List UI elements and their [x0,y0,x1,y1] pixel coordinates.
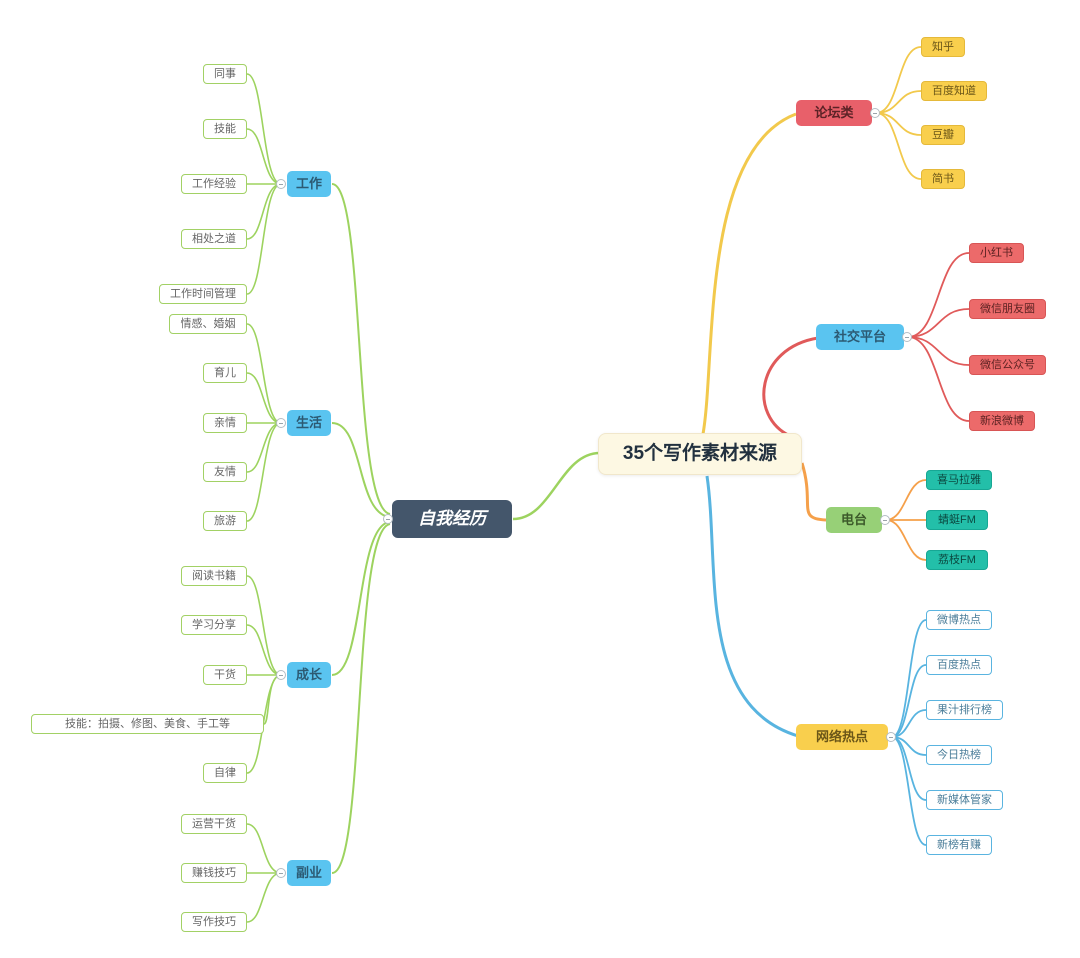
branch-web-hotspots[interactable]: 网络热点 [796,724,888,750]
leaf-douban[interactable]: 豆瓣 [921,125,965,145]
leaf-weibo-hot[interactable]: 微博热点 [926,610,992,630]
branch-work[interactable]: 工作 [287,171,331,197]
collapse-toggle-growth[interactable] [276,670,286,680]
leaf-life-love-marriage[interactable]: 情感、婚姻 [169,314,247,334]
leaf-life-parenting[interactable]: 育儿 [203,363,247,383]
leaf-work-experience[interactable]: 工作经验 [181,174,247,194]
branch-forums[interactable]: 论坛类 [796,100,872,126]
leaf-qingting-fm[interactable]: 蜻蜓FM [926,510,988,530]
leaf-life-friendship[interactable]: 友情 [203,462,247,482]
leaf-growth-sharing[interactable]: 学习分享 [181,615,247,635]
leaf-xinbang-youzhuan[interactable]: 新榜有赚 [926,835,992,855]
leaf-work-skills[interactable]: 技能 [203,119,247,139]
leaf-sidejob-writing[interactable]: 写作技巧 [181,912,247,932]
leaf-ximalaya[interactable]: 喜马拉雅 [926,470,992,490]
branch-social-platforms[interactable]: 社交平台 [816,324,904,350]
branch-sidejob[interactable]: 副业 [287,860,331,886]
leaf-growth-reading[interactable]: 阅读书籍 [181,566,247,586]
leaf-life-travel[interactable]: 旅游 [203,511,247,531]
leaf-newmedia-butler[interactable]: 新媒体管家 [926,790,1003,810]
leaf-today-hot-list[interactable]: 今日热榜 [926,745,992,765]
collapse-toggle-hotspots[interactable] [886,732,896,742]
branch-growth[interactable]: 成长 [287,662,331,688]
leaf-baidu-zhidao[interactable]: 百度知道 [921,81,987,101]
leaf-work-relations[interactable]: 相处之道 [181,229,247,249]
leaf-baidu-hot[interactable]: 百度热点 [926,655,992,675]
leaf-growth-discipline[interactable]: 自律 [203,763,247,783]
green-connectors [246,73,601,923]
leaf-wechat-moments[interactable]: 微信朋友圈 [969,299,1046,319]
leaf-growth-tips[interactable]: 干货 [203,665,247,685]
collapse-toggle-forums[interactable] [870,108,880,118]
leaf-work-time-mgmt[interactable]: 工作时间管理 [159,284,247,304]
branch-radio[interactable]: 电台 [826,507,882,533]
leaf-sidejob-operations[interactable]: 运营干货 [181,814,247,834]
leaf-zhihu[interactable]: 知乎 [921,37,965,57]
collapse-toggle-sidejob[interactable] [276,868,286,878]
blue-connectors [705,475,927,846]
leaf-sidejob-money[interactable]: 赚钱技巧 [181,863,247,883]
leaf-life-family[interactable]: 亲情 [203,413,247,433]
leaf-guozhi-ranking[interactable]: 果汁排行榜 [926,700,1003,720]
root-self-experience[interactable]: 自我经历 [392,500,512,538]
collapse-toggle-work[interactable] [276,179,286,189]
collapse-toggle-radio[interactable] [880,515,890,525]
collapse-toggle-social[interactable] [902,332,912,342]
central-topic[interactable]: 35个写作素材来源 [598,433,802,475]
branch-life[interactable]: 生活 [287,410,331,436]
leaf-jianshu[interactable]: 简书 [921,169,965,189]
leaf-xiaohongshu[interactable]: 小红书 [969,243,1024,263]
collapse-toggle-life[interactable] [276,418,286,428]
leaf-sina-weibo[interactable]: 新浪微博 [969,411,1035,431]
leaf-growth-skills-list[interactable]: 技能：拍摄、修图、美食、手工等 [31,714,264,734]
leaf-wechat-official[interactable]: 微信公众号 [969,355,1046,375]
leaf-lizhi-fm[interactable]: 荔枝FM [926,550,988,570]
leaf-work-colleagues[interactable]: 同事 [203,64,247,84]
collapse-toggle-self-experience[interactable] [383,514,393,524]
